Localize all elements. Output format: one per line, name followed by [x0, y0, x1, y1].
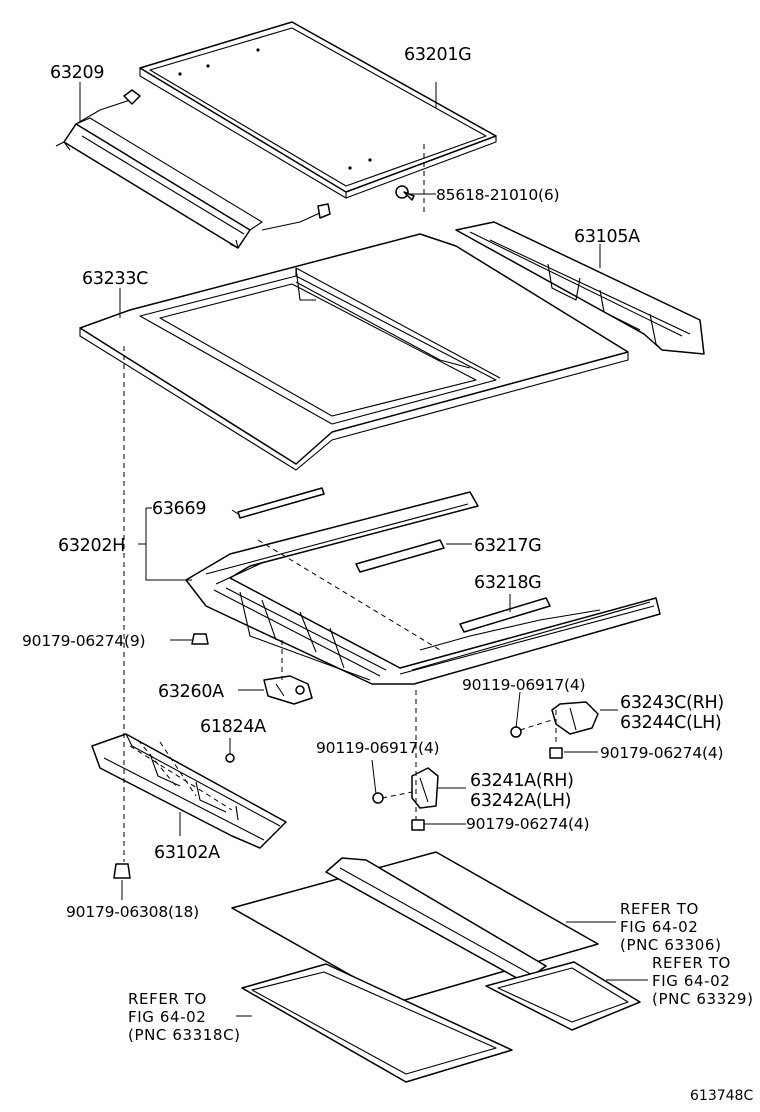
- label-63105a: 63105A: [574, 227, 640, 247]
- svg-text:REFER TO: REFER TO: [652, 954, 731, 972]
- seal-63217g[interactable]: [355, 539, 445, 573]
- grommet-61824a[interactable]: [225, 753, 235, 763]
- drain-seal-63329[interactable]: [485, 961, 641, 1031]
- nut-90179-06274-a[interactable]: [191, 633, 209, 645]
- svg-text:REFER TO: REFER TO: [620, 900, 699, 918]
- sunroof-seal-63318c[interactable]: [241, 963, 513, 1083]
- label-90179-06274-4b: 90179-06274(4): [466, 815, 589, 833]
- weatherstrip-63669[interactable]: [237, 487, 325, 519]
- label-61824a: 61824A: [200, 717, 266, 737]
- roof-reinforcement-rear[interactable]: [455, 221, 705, 355]
- roof-reinforcement-front[interactable]: [91, 733, 287, 849]
- svg-text:(PNC 63329): (PNC 63329): [652, 990, 754, 1008]
- sunroof-glass-panel[interactable]: [139, 21, 497, 199]
- roof-panel[interactable]: [79, 233, 629, 471]
- sunshade-63306[interactable]: [231, 851, 599, 1003]
- nut-90179-06274-b[interactable]: [549, 747, 563, 759]
- label-63233c: 63233C: [82, 269, 148, 289]
- label-63202h: 63202H: [58, 536, 125, 556]
- label-90119-06917-b: 90119-06917(4): [316, 739, 439, 757]
- label-63244c: 63244C(LH): [620, 713, 721, 733]
- svg-text:FIG 64-02: FIG 64-02: [652, 972, 730, 990]
- label-63241a: 63241A(RH): [470, 771, 574, 791]
- reference-pnc-63329: REFER TO FIG 64-02 (PNC 63329): [652, 954, 754, 1008]
- svg-text:(PNC 63318C): (PNC 63318C): [128, 1026, 241, 1044]
- illustration-id: 613748C: [690, 1088, 753, 1104]
- svg-text:REFER TO: REFER TO: [128, 990, 207, 1008]
- seal-63218g[interactable]: [459, 597, 551, 633]
- svg-text:(PNC 63306): (PNC 63306): [620, 936, 722, 954]
- label-63102a: 63102A: [154, 843, 220, 863]
- label-63209: 63209: [50, 63, 104, 83]
- label-63669: 63669: [152, 499, 206, 519]
- reference-pnc-63318c: REFER TO FIG 64-02 (PNC 63318C): [128, 990, 241, 1044]
- bracket-63243c[interactable]: [551, 701, 599, 735]
- label-63201g: 63201G: [404, 45, 471, 65]
- svg-text:FIG 64-02: FIG 64-02: [128, 1008, 206, 1026]
- screw-85618[interactable]: [395, 185, 415, 201]
- svg-text:FIG 64-02: FIG 64-02: [620, 918, 698, 936]
- bolt-90119-06917-b[interactable]: [372, 792, 384, 804]
- label-63243c: 63243C(RH): [620, 693, 724, 713]
- nut-90179-06308[interactable]: [113, 863, 131, 879]
- sunroof-housing-frame[interactable]: [185, 491, 661, 685]
- wind-deflector-frame[interactable]: [55, 89, 331, 249]
- label-90179-06274-9: 90179-06274(9): [22, 632, 145, 650]
- label-63218g: 63218G: [474, 573, 541, 593]
- reference-pnc-63306: REFER TO FIG 64-02 (PNC 63306): [620, 900, 722, 954]
- label-63217g: 63217G: [474, 536, 541, 556]
- bracket-63241a[interactable]: [411, 767, 439, 809]
- sunroof-drive-motor[interactable]: [263, 675, 313, 705]
- label-90179-06274-4a: 90179-06274(4): [600, 744, 723, 762]
- label-90119-06917-a: 90119-06917(4): [462, 676, 585, 694]
- label-90179-06308: 90179-06308(18): [66, 903, 199, 921]
- label-63260a: 63260A: [158, 682, 224, 702]
- bolt-90119-06917-a[interactable]: [510, 726, 522, 738]
- nut-90179-06274-c[interactable]: [411, 819, 425, 831]
- label-85618: 85618-21010(6): [436, 186, 559, 204]
- label-63242a: 63242A(LH): [470, 791, 571, 811]
